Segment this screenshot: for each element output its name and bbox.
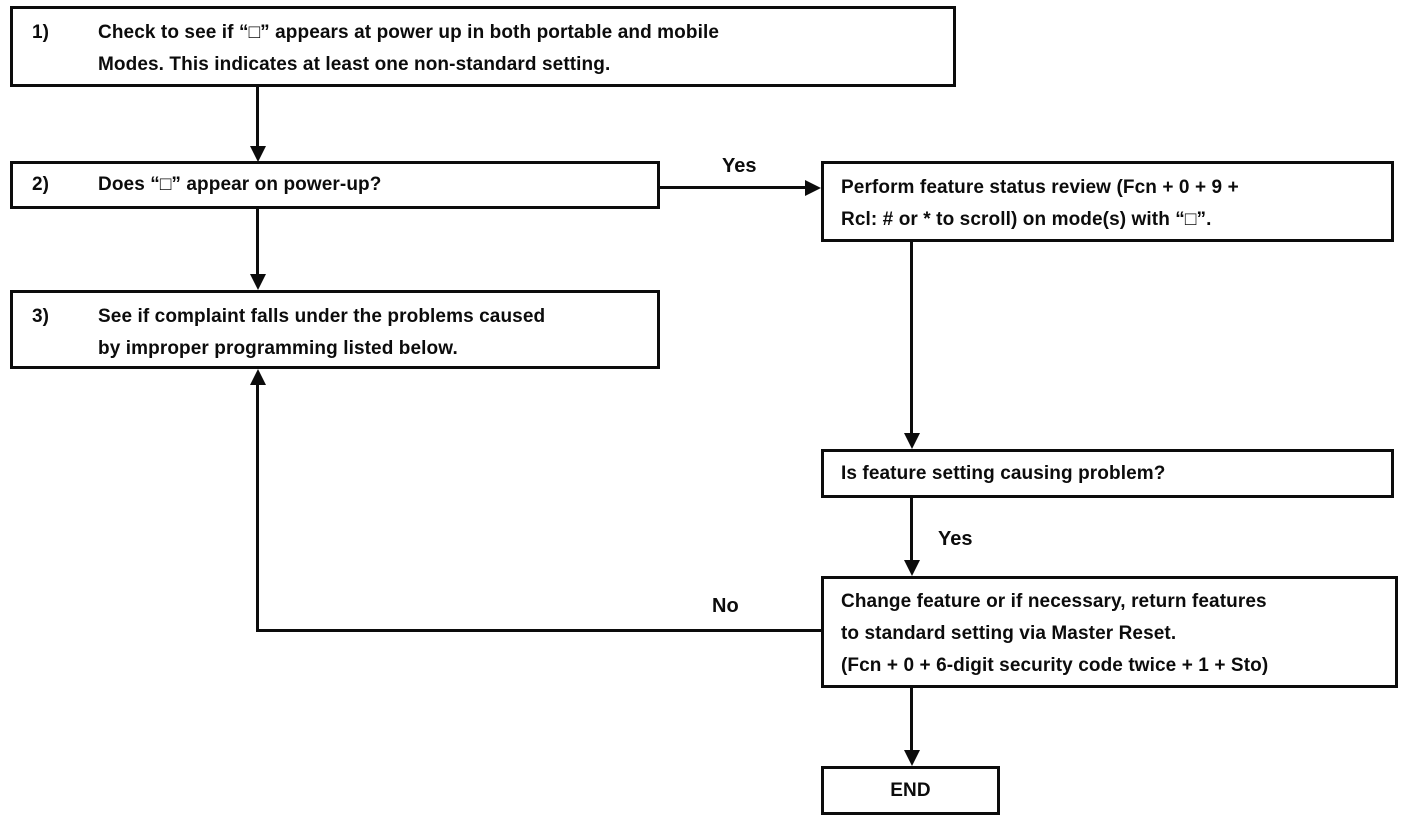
step1-line2: Modes. This indicates at least one non-s… (98, 54, 611, 75)
arrow-change-to-end-line (910, 688, 913, 751)
review-line2: Rcl: # or * to scroll) on mode(s) with “… (841, 209, 1212, 230)
step3-number: 3) (32, 306, 50, 327)
change-feature-box: Change feature or if necessary, return f… (821, 576, 1398, 688)
arrow-feature-check-to-change-head (904, 560, 920, 576)
no-return-arrow-head (250, 369, 266, 385)
arrow-step2-to-step3-line (256, 209, 259, 275)
step1-check-power-up-box: 1) Check to see if “□” appears at power … (10, 6, 956, 87)
arrow-review-to-feature-check-head (904, 433, 920, 449)
arrow-step2-to-step3-head (250, 274, 266, 290)
no-return-vertical-line (256, 384, 259, 632)
feature-status-review-box: Perform feature status review (Fcn + 0 +… (821, 161, 1394, 242)
step3-line2: by improper programming listed below. (98, 338, 458, 359)
edge-label-no-return: No (712, 595, 739, 617)
change-line1: Change feature or if necessary, return f… (841, 591, 1267, 612)
end-box: END (821, 766, 1000, 815)
arrow-step2-to-review-line (660, 186, 806, 189)
change-line3: (Fcn + 0 + 6-digit security code twice +… (841, 655, 1269, 676)
step1-text: Check to see if “□” appears at power up … (98, 17, 953, 81)
step2-text: Does “□” appear on power-up? (98, 174, 382, 195)
arrow-step2-to-review-head (805, 180, 821, 196)
feature-check-text: Is feature setting causing problem? (841, 462, 1166, 484)
step3-text: See if complaint falls under the problem… (98, 301, 657, 365)
feature-setting-decision-box: Is feature setting causing problem? (821, 449, 1394, 498)
arrow-step1-to-step2-head (250, 146, 266, 162)
step1-line1: Check to see if “□” appears at power up … (98, 22, 719, 43)
change-line2: to standard setting via Master Reset. (841, 623, 1177, 644)
step2-power-up-decision-box: 2) Does “□” appear on power-up? (10, 161, 660, 209)
arrow-step1-to-step2-line (256, 87, 259, 148)
step3-line1: See if complaint falls under the problem… (98, 306, 546, 327)
review-text: Perform feature status review (Fcn + 0 +… (824, 172, 1391, 236)
arrow-change-to-end-head (904, 750, 920, 766)
step3-complaint-check-box: 3) See if complaint falls under the prob… (10, 290, 660, 369)
arrow-feature-check-to-change-line (910, 498, 913, 561)
edge-label-yes-change: Yes (938, 528, 973, 550)
review-line1: Perform feature status review (Fcn + 0 +… (841, 177, 1239, 198)
step1-number: 1) (32, 22, 50, 43)
arrow-review-to-feature-check-line (910, 242, 913, 434)
change-text: Change feature or if necessary, return f… (824, 586, 1395, 682)
no-return-horizontal-line (257, 629, 821, 632)
step2-number: 2) (32, 174, 50, 195)
edge-label-yes-review: Yes (722, 155, 757, 177)
